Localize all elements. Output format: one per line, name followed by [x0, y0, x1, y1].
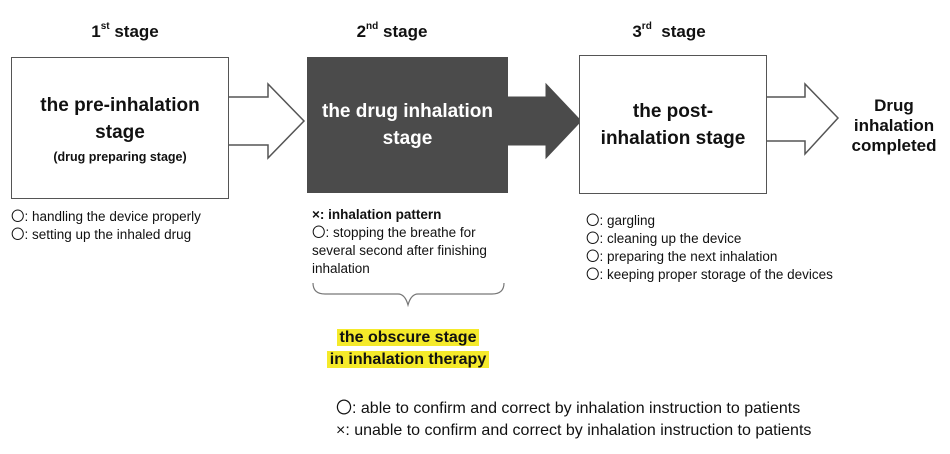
obscure-stage-bracket [312, 282, 505, 308]
stage-3-note-item: 〇: preparing the next inhalation [586, 249, 778, 264]
drug-inhalation-stage-box: the drug inhalation stage [307, 57, 508, 193]
legend-circle-meaning: 〇: able to confirm and correct by inhala… [336, 400, 801, 417]
obscure-stage-line-1: the obscure stage [336, 329, 480, 346]
stage-1-note-item: 〇: handling the device properly [11, 209, 201, 224]
stage-3-note-item: 〇: gargling [586, 213, 656, 228]
stage-1-notes: 〇: handling the device properly 〇: setti… [11, 208, 271, 244]
stage-3-notes: 〇: gargling 〇: cleaning up the device 〇:… [586, 212, 886, 284]
stage-2-heading: 2nd stage [356, 21, 428, 41]
pre-inhalation-stage-box: the pre-inhalation stage (drug preparing… [11, 57, 229, 199]
stage-3-heading: 3rd stage [632, 21, 706, 41]
arrow-stage1-to-stage2 [227, 82, 306, 160]
post-inhalation-stage-box: the post-inhalation stage [579, 55, 767, 194]
obscure-stage-line-2: in inhalation therapy [326, 351, 490, 368]
post-inhalation-stage-title: the post-inhalation stage [600, 100, 746, 149]
pre-inhalation-stage-subtitle: (drug preparing stage) [53, 150, 187, 164]
obscure-stage-label: the obscure stage in inhalation therapy [300, 327, 516, 371]
legend: 〇: able to confirm and correct by inhala… [336, 398, 811, 442]
stage-1-heading: 1st stage [91, 21, 159, 41]
pre-inhalation-stage-title: the pre-inhalation stage [40, 95, 200, 143]
stage-3-note-item: 〇: keeping proper storage of the devices [586, 267, 833, 282]
legend-cross-meaning: ×: unable to confirm and correct by inha… [336, 422, 812, 439]
drug-inhalation-completed-label: Drug inhalation completed [851, 96, 937, 155]
stage-3-note-item: 〇: cleaning up the device [586, 231, 742, 246]
stage-2-notes: ×: inhalation pattern 〇: stopping the br… [312, 206, 518, 278]
arrow-stage2-to-stage3 [506, 82, 582, 160]
drug-inhalation-stage-title: the drug inhalation stage [322, 101, 493, 149]
stage-1-note-item: 〇: setting up the inhaled drug [11, 227, 192, 242]
arrow-stage3-to-completed [765, 82, 840, 156]
stage-2-note-inhalation-pattern: ×: inhalation pattern [312, 207, 442, 222]
stage-2-note-item: 〇: stopping the breathe for several seco… [312, 225, 487, 276]
